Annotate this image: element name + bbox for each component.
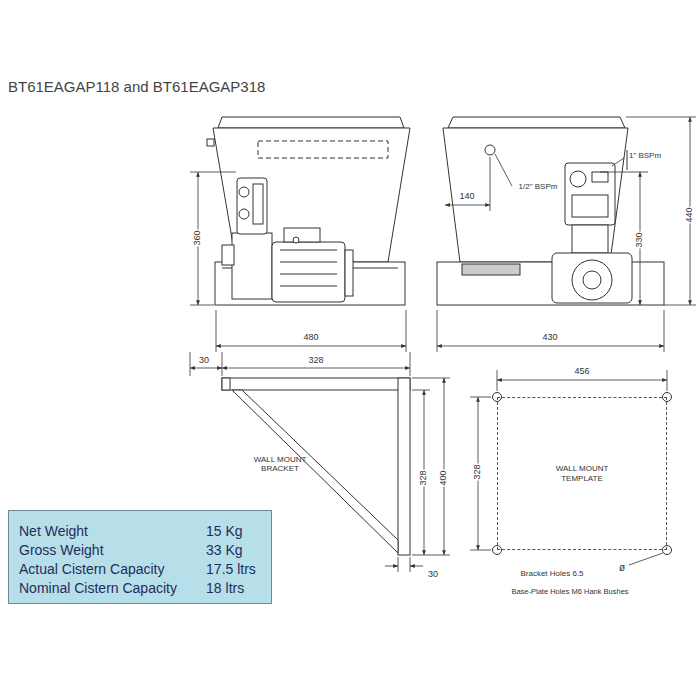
port-size: 1/2" BSPm (519, 183, 558, 192)
dimension-lines (398, 557, 399, 572)
dimension-lines (612, 158, 624, 166)
front-view (207, 139, 214, 146)
dimension-lines (445, 205, 490, 206)
spec-value: 17.5 ltrs (206, 561, 261, 577)
spec-value: 15 Kg (206, 523, 261, 539)
dimension-lines (444, 378, 445, 555)
front-view (237, 178, 267, 234)
side-view (485, 145, 495, 155)
front-view (345, 250, 353, 296)
front-view (280, 274, 337, 275)
dimension-lines (490, 157, 491, 211)
dimension-lines (385, 566, 398, 567)
note: Base-Plate Holes M6 Hank Bushes (511, 588, 628, 596)
part-label: WALL MOUNT BRACKET (245, 456, 315, 474)
dimension-lines (410, 557, 411, 572)
front-view (272, 242, 345, 302)
wall-mount-bracket (222, 378, 410, 390)
dimension-lines (190, 172, 236, 173)
note: Bracket Holes 6.5 (520, 570, 583, 579)
dimension: 456 (574, 367, 589, 377)
template-outline: WALL MOUNT TEMPLATE (497, 397, 667, 550)
dimension: 360 (193, 229, 203, 246)
template-label: WALL MOUNT TEMPLATE (542, 464, 622, 484)
dimension-lines (410, 566, 423, 567)
front-view (239, 187, 249, 197)
dimension-lines (626, 117, 696, 118)
dimension: 330 (635, 231, 645, 248)
wall-mount-bracket (222, 378, 230, 390)
front-view (239, 209, 249, 219)
dimension-lines (190, 305, 214, 306)
spec-value: 33 Kg (206, 542, 261, 558)
side-view (448, 117, 625, 128)
side-view (572, 225, 608, 253)
side-view (592, 172, 608, 182)
dimension-lines (497, 370, 498, 391)
front-view (253, 184, 263, 224)
dimension: 30 (199, 356, 209, 366)
side-view (462, 264, 520, 275)
dimension-lines (412, 390, 430, 391)
dimension: 430 (542, 333, 557, 343)
front-view (280, 286, 337, 287)
spec-name: Nominal Cistern Capacity (19, 580, 182, 596)
dimension-lines (470, 397, 491, 398)
template-holes (663, 546, 672, 555)
dimension-lines (600, 172, 648, 173)
wall-mount-bracket (398, 378, 410, 555)
dimension-lines (222, 352, 223, 376)
spec-name: Gross Weight (19, 542, 182, 558)
dimension-lines (629, 553, 663, 565)
side-view (570, 171, 586, 187)
dimension-lines (437, 346, 664, 347)
side-view (443, 128, 628, 262)
dimension-lines (190, 352, 191, 376)
dimension-lines (190, 368, 222, 369)
dimension-lines (664, 305, 696, 306)
front-view (232, 233, 272, 299)
spec-table: Net Weight 15 Kg Gross Weight 33 Kg Actual C… (8, 510, 272, 604)
dimension-lines (495, 154, 512, 186)
front-view (222, 245, 234, 265)
dimension-lines (497, 380, 667, 381)
side-view (572, 260, 612, 300)
port-size: 1" BSPm (629, 152, 661, 161)
side-view (572, 195, 608, 217)
front-view (284, 228, 320, 242)
dimension-lines (190, 117, 696, 572)
drawing-title: BT61EAGAP118 and BT61EAGAP318 (8, 78, 265, 95)
dimension-lines (216, 346, 406, 347)
front-view (280, 262, 337, 263)
spec-value: 18 ltrs (206, 580, 261, 596)
front-view (258, 141, 388, 158)
side-view (552, 253, 632, 303)
side-view (437, 117, 664, 305)
dimension: 440 (685, 206, 695, 223)
spec-name: Actual Cistern Capacity (19, 561, 182, 577)
dimension-lines (222, 368, 410, 369)
front-view (293, 237, 299, 243)
dimension-lines (470, 550, 491, 551)
diameter-symbol: ø (619, 562, 625, 573)
dimension: 328 (419, 469, 429, 486)
dimension: 328 (308, 356, 323, 366)
dimension: 400 (439, 469, 449, 486)
front-view (218, 117, 404, 128)
dimension: 480 (303, 333, 318, 343)
dimension: 30 (428, 570, 438, 580)
spec-name: Net Weight (19, 523, 182, 539)
dimension-lines (410, 352, 411, 376)
technical-drawing (207, 117, 672, 555)
dimension: 328 (473, 463, 483, 480)
dimension-lines (667, 370, 668, 391)
front-view (207, 117, 410, 305)
side-view (627, 150, 628, 170)
template-holes (493, 393, 672, 555)
dimension: 140 (459, 192, 474, 202)
side-view (583, 271, 601, 289)
front-view (280, 250, 337, 251)
